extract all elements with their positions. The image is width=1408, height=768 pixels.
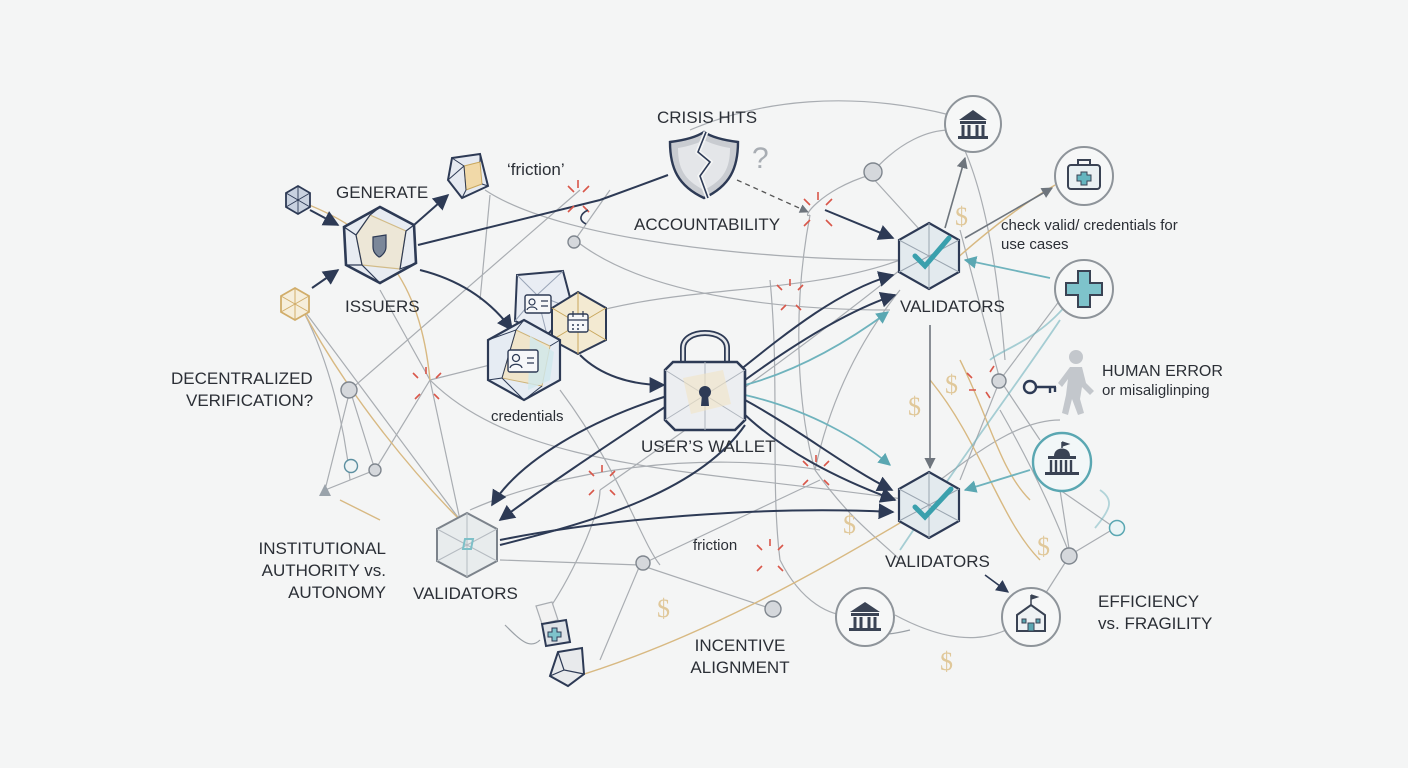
shield-icon	[373, 235, 386, 257]
gem-icon	[448, 154, 488, 198]
medical-kit-icon	[1055, 147, 1113, 205]
institutional-authority-label: INSTITUTIONAL AUTHORITY vs. AUTONOMY	[236, 538, 386, 604]
network-node	[636, 556, 650, 570]
network-node	[345, 460, 358, 473]
human-error-line-2: or misaliglinping	[1102, 381, 1223, 400]
capitol-icon	[1033, 433, 1091, 491]
network-node	[765, 601, 781, 617]
check-valid-line-1: check valid/ credentials for	[1001, 216, 1178, 235]
incentive-line-1: INCENTIVE	[690, 635, 789, 657]
question-mark: ?	[752, 142, 769, 175]
validators-top-label: VALIDATORS	[900, 296, 1005, 318]
dollar-sign: $	[657, 594, 670, 623]
person-icon	[1058, 350, 1094, 415]
users-wallet-label: USER’S WALLET	[641, 436, 775, 458]
broken-shield-icon	[670, 132, 738, 198]
dollar-sign: $	[1037, 532, 1050, 561]
human-error-line-1: HUMAN ERROR	[1102, 362, 1223, 381]
validators-left-label: VALIDATORS	[413, 583, 518, 605]
institutional-line-3: AUTONOMY	[236, 582, 386, 604]
friction-quote-label: ‘friction’	[507, 159, 565, 181]
key-icon	[1024, 381, 1056, 393]
credentials-cluster	[488, 271, 606, 400]
decentralized-verification-line-2: VERIFICATION?	[171, 390, 313, 412]
network-node	[568, 236, 580, 248]
hospital-icon	[1002, 588, 1060, 646]
validators-mid-label: VALIDATORS	[885, 551, 990, 573]
network-node	[341, 382, 357, 398]
decentralized-verification-label: DECENTRALIZED VERIFICATION?	[171, 368, 313, 412]
incentive-alignment-label: INCENTIVE ALIGNMENT	[690, 635, 789, 679]
dollar-sign: $	[908, 392, 921, 421]
decentralized-verification-line-1: DECENTRALIZED	[171, 368, 313, 390]
check-valid-label: check valid/ credentials for use cases	[1001, 216, 1178, 254]
accountability-label: ACCOUNTABILITY	[634, 214, 780, 236]
hexagon-icon	[281, 288, 309, 320]
network-node	[1110, 521, 1125, 536]
bank-icon	[945, 96, 1001, 152]
network-node	[992, 374, 1006, 388]
crisis-hits-label: CRISIS HITS	[657, 107, 757, 129]
dollar-sign: $	[945, 370, 958, 399]
issuers-label: ISSUERS	[345, 296, 420, 318]
human-error-label: HUMAN ERROR or misaliglinping	[1102, 362, 1223, 400]
efficiency-fragility-label: EFFICIENCY vs. FRAGILITY	[1098, 591, 1212, 635]
medical-cross-icon	[1055, 260, 1113, 318]
issuer-polyhedron-icon	[344, 207, 416, 283]
padlock-icon	[665, 333, 745, 430]
efficiency-line-2: vs. FRAGILITY	[1098, 613, 1212, 635]
network-node	[864, 163, 882, 181]
institutional-line-1: INSTITUTIONAL	[236, 538, 386, 560]
bank-icon	[836, 588, 894, 646]
dollar-sign: $	[955, 202, 968, 231]
efficiency-line-1: EFFICIENCY	[1098, 591, 1212, 613]
incentive-line-2: ALIGNMENT	[690, 657, 789, 679]
friction-label: friction	[693, 536, 737, 555]
id-card-icon	[525, 295, 551, 313]
validator-polyhedron-icon	[437, 513, 497, 577]
triangle-marker	[319, 484, 331, 496]
dollar-sign: $	[940, 647, 953, 676]
generate-label: GENERATE	[336, 182, 428, 204]
network-node	[1061, 548, 1077, 564]
institutional-line-2: AUTHORITY vs.	[236, 560, 386, 582]
validator-polyhedron-icon	[899, 223, 959, 289]
dollar-sign: $	[843, 510, 856, 539]
hexagon-icon	[286, 186, 310, 214]
check-valid-line-2: use cases	[1001, 235, 1178, 254]
validator-polyhedron-icon	[899, 472, 959, 538]
credentials-label: credentials	[491, 407, 564, 426]
id-card-icon	[508, 350, 538, 372]
broken-credential-icon	[536, 602, 584, 686]
network-node	[369, 464, 381, 476]
